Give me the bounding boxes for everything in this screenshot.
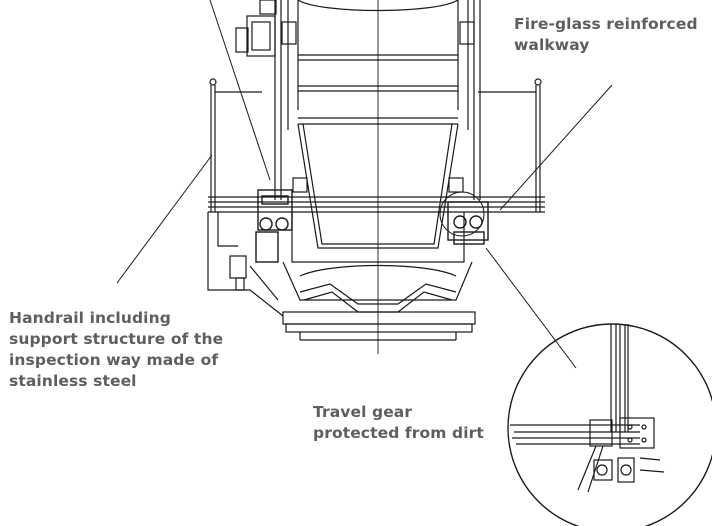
handrails [209, 78, 542, 212]
handrail-label-line-2: support structure of the [9, 330, 224, 348]
walkway-label-line-2: walkway [514, 36, 590, 54]
walkway-label: Fire-glass reinforced walkway [514, 14, 698, 56]
machine-body [207, 0, 545, 354]
handrail-label-line-4: stainless steel [9, 372, 137, 390]
travel-gear-units [255, 189, 489, 263]
handrail-label-line-3: inspection way made of [9, 351, 219, 369]
walkway-label-line-1: Fire-glass reinforced [514, 15, 698, 33]
leader-lines [116, 0, 613, 369]
travel-gear-label-line-1: Travel gear [313, 403, 413, 421]
detail-view [507, 323, 712, 526]
handrail-label: Handrail including support structure of … [9, 308, 223, 392]
travel-gear-label: Travel gear protected from dirt [313, 402, 484, 444]
travel-gear-label-line-2: protected from dirt [313, 424, 484, 442]
handrail-label-line-1: Handrail including [9, 309, 171, 327]
